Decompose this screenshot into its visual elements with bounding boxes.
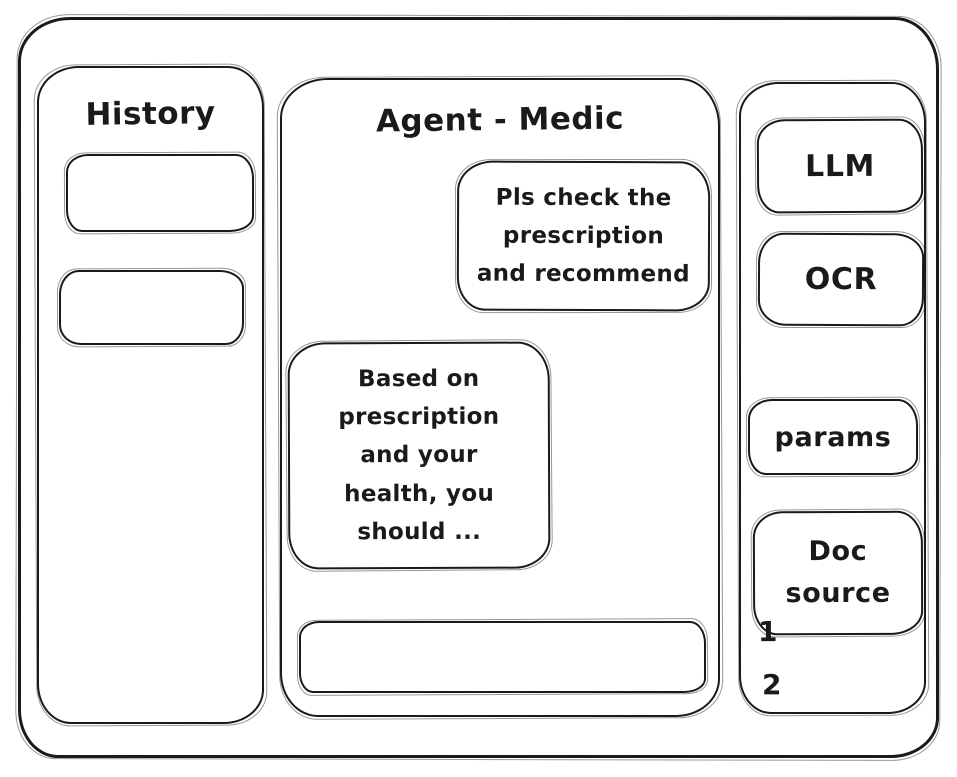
user-message-text: Pls check the prescription and recommend <box>476 184 690 288</box>
llm-button[interactable]: LLM <box>756 118 924 214</box>
app-frame: History Agent - Medic Pls check the pres… <box>18 17 939 758</box>
message-input-box <box>299 621 706 693</box>
assistant-message-bubble: Based on prescription and your health, y… <box>287 341 551 570</box>
doc-source-button-label: Doc source <box>785 536 891 610</box>
assistant-message-text: Based on prescription and your health, y… <box>338 365 500 545</box>
history-item[interactable] <box>59 270 244 345</box>
doc-source-button[interactable]: Doc source <box>752 510 924 636</box>
tools-panel: LLM OCR params Doc source 1 2 <box>739 82 926 714</box>
chat-panel: Agent - Medic Pls check the prescription… <box>280 78 720 717</box>
doc-source-item-2[interactable]: 2 <box>762 668 782 701</box>
llm-button-label: LLM <box>804 148 876 184</box>
history-title: History <box>85 95 216 133</box>
user-message-bubble: Pls check the prescription and recommend <box>456 160 711 312</box>
chat-title: Agent - Medic <box>375 100 625 140</box>
history-item[interactable] <box>66 154 254 232</box>
params-button[interactable]: params <box>748 399 918 475</box>
history-panel: History <box>37 66 264 724</box>
params-button-label: params <box>774 421 892 453</box>
ocr-button[interactable]: OCR <box>757 232 925 327</box>
message-input[interactable] <box>301 623 704 691</box>
doc-source-item-1[interactable]: 1 <box>758 615 778 648</box>
ocr-button-label: OCR <box>804 261 878 298</box>
